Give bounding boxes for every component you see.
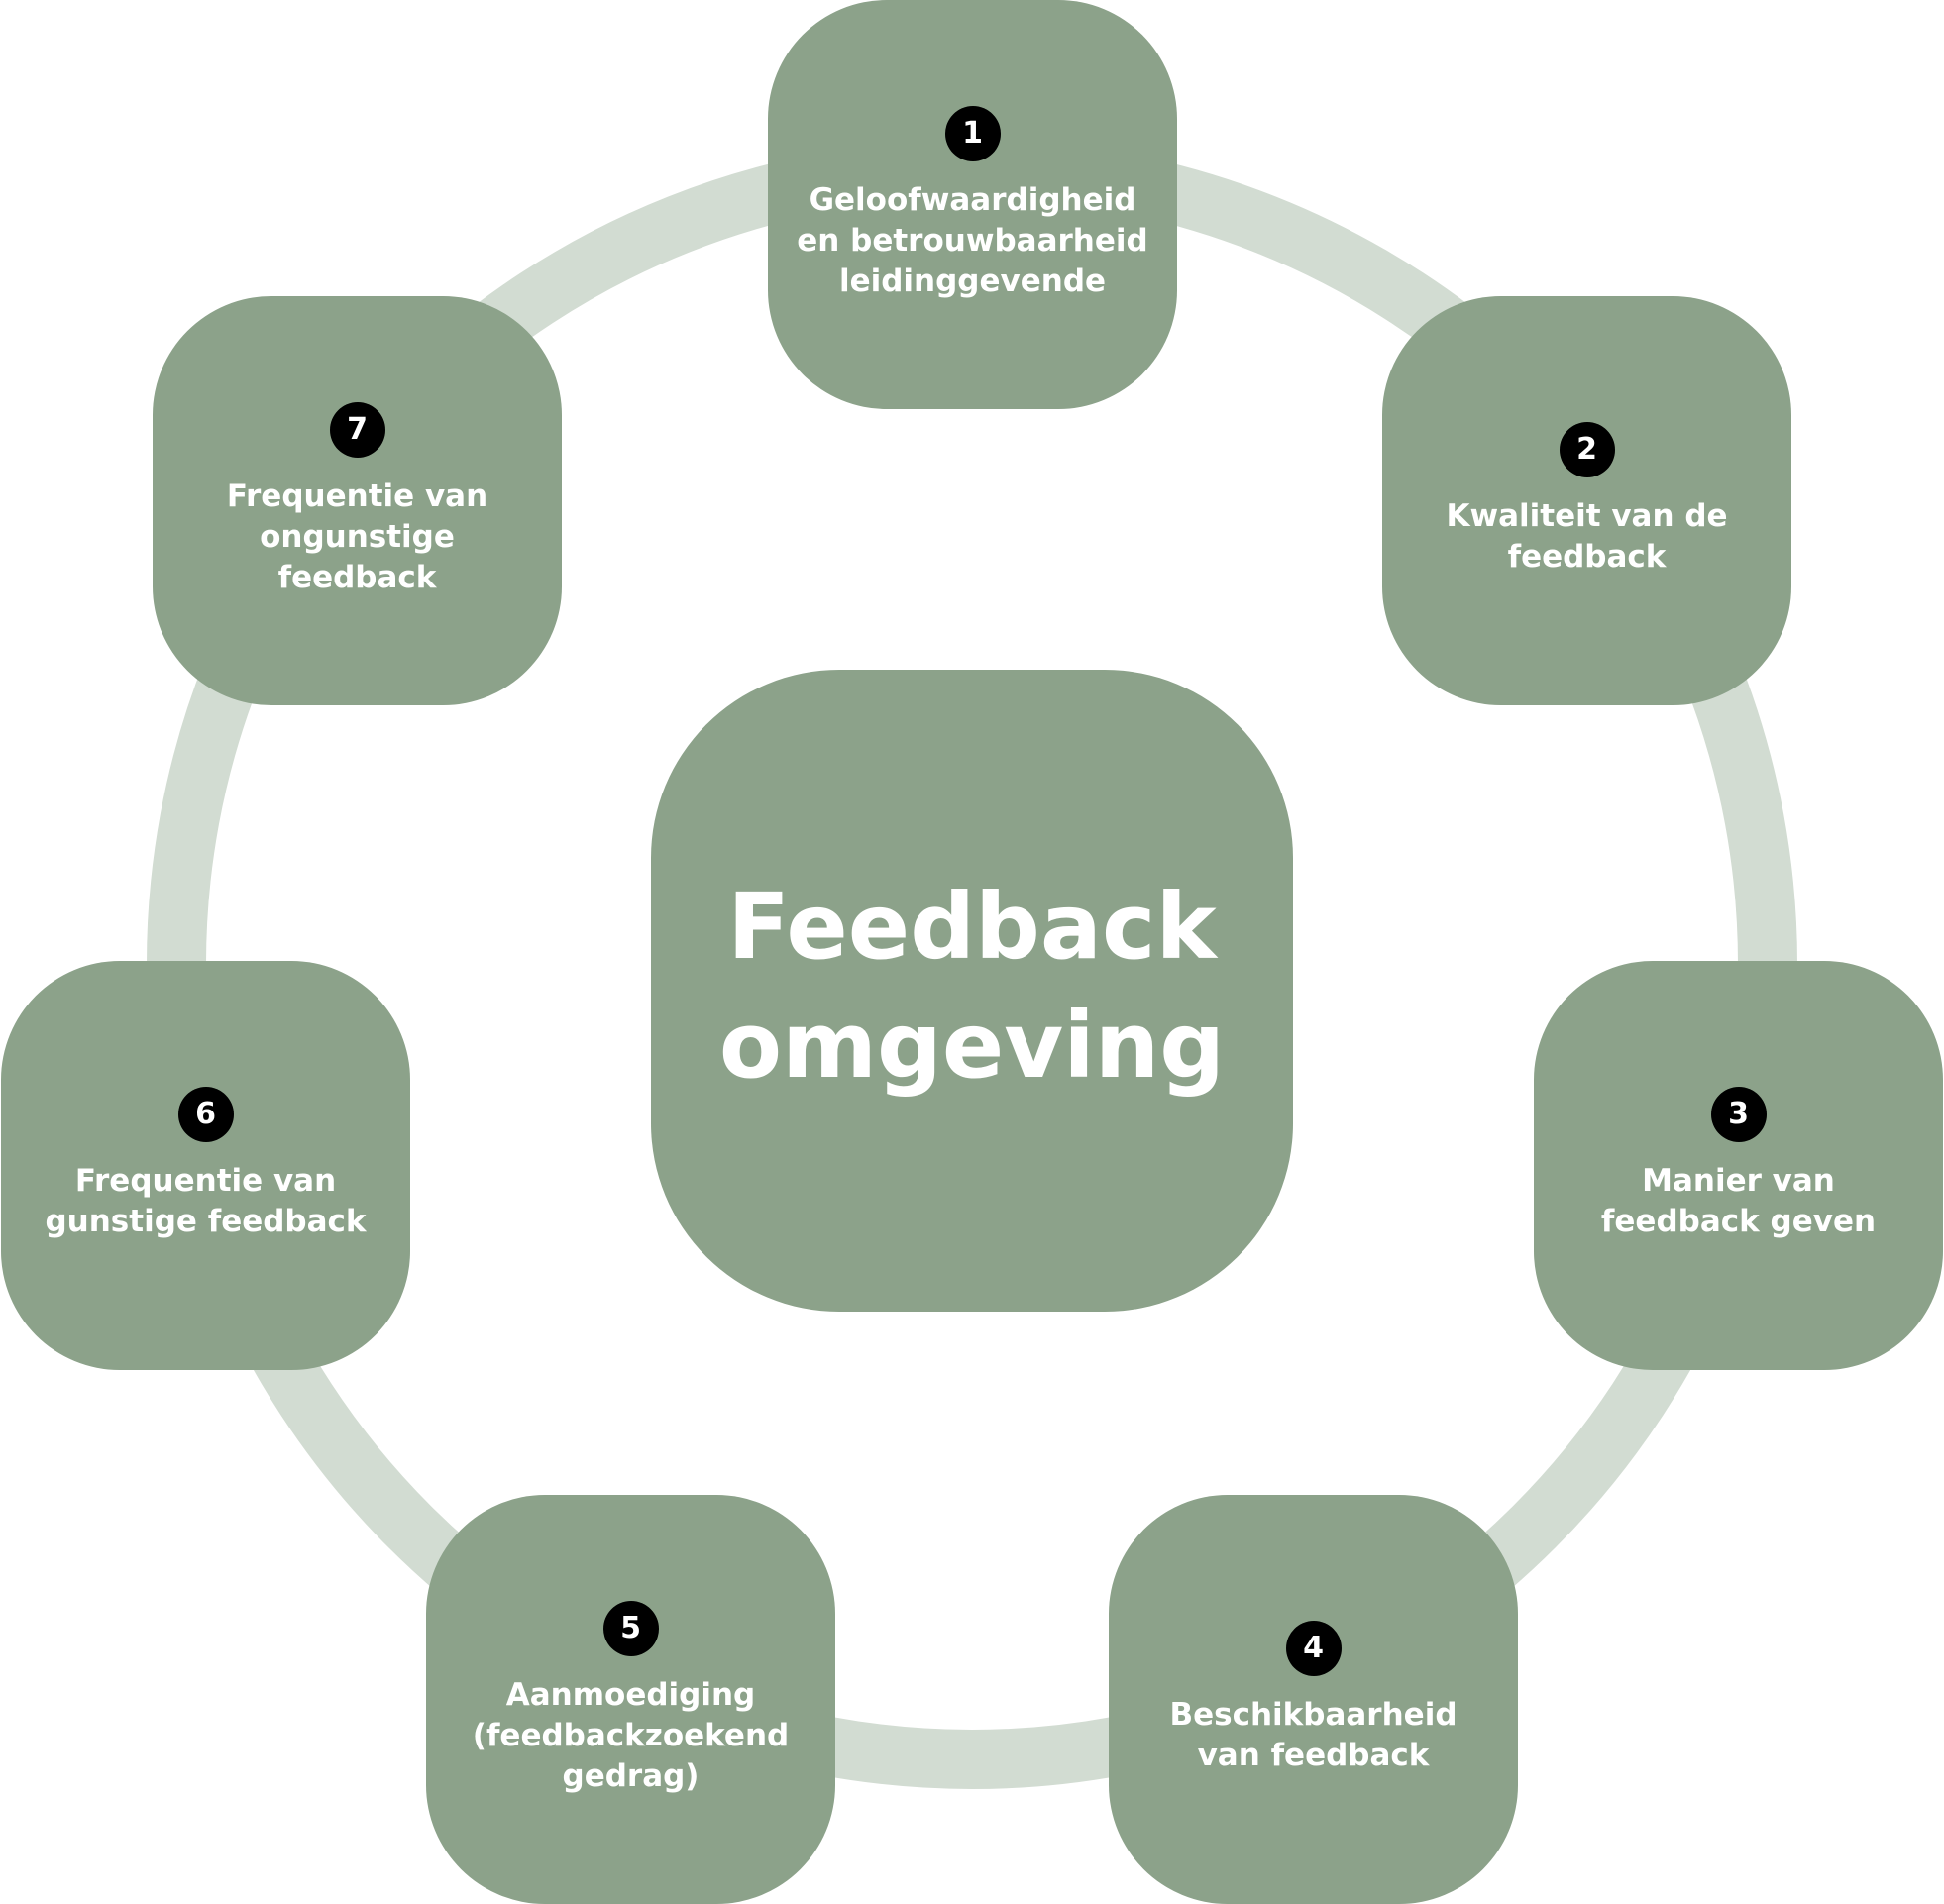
factor-node-6: 6 Frequentie van gunstige feedback bbox=[1, 961, 410, 1370]
center-node: Feedback omgeving bbox=[651, 670, 1293, 1312]
factor-label: Frequentie van gunstige feedback bbox=[45, 1163, 367, 1239]
factor-number-badge: 3 bbox=[1710, 1087, 1767, 1142]
factor-label: Beschikbaarheid van feedback bbox=[1169, 1697, 1458, 1773]
factor-label: Geloofwaardigheid en betrouwbaarheid lei… bbox=[797, 182, 1148, 299]
factor-number-badge: 7 bbox=[329, 402, 385, 458]
factor-label: Manier van feedback geven bbox=[1600, 1163, 1877, 1239]
factor-number-badge: 2 bbox=[1559, 422, 1615, 477]
factor-node-5: 5 Aanmoediging (feedbackzoekend gedrag) bbox=[426, 1495, 835, 1904]
factor-node-1: 1 Geloofwaardigheid en betrouwbaarheid l… bbox=[768, 0, 1177, 409]
factor-node-2: 2 Kwaliteit van de feedback bbox=[1382, 296, 1791, 705]
factor-node-3: 3 Manier van feedback geven bbox=[1534, 961, 1943, 1370]
factor-number-badge: 5 bbox=[602, 1601, 659, 1656]
center-title: Feedback omgeving bbox=[718, 874, 1226, 1099]
factor-label: Kwaliteit van de feedback bbox=[1446, 498, 1728, 575]
factor-number-badge: 4 bbox=[1285, 1621, 1342, 1676]
factor-node-4: 4 Beschikbaarheid van feedback bbox=[1109, 1495, 1518, 1904]
factor-number-badge: 6 bbox=[177, 1087, 234, 1142]
factor-number-badge: 1 bbox=[944, 106, 1001, 161]
factor-label: Frequentie van ongunstige feedback bbox=[226, 478, 488, 595]
factor-label: Aanmoediging (feedbackzoekend gedrag) bbox=[472, 1677, 790, 1794]
factor-node-7: 7 Frequentie van ongunstige feedback bbox=[153, 296, 562, 705]
